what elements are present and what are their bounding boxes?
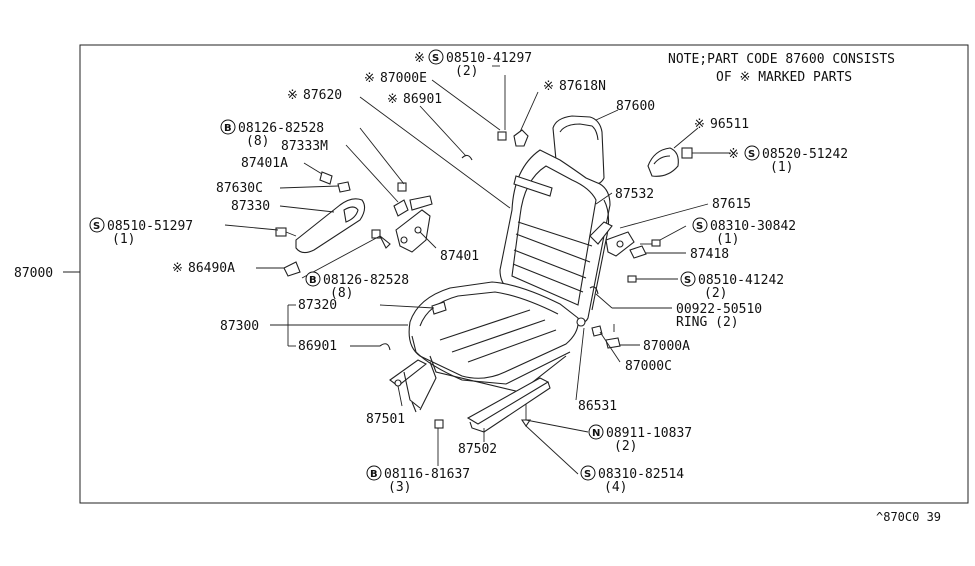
callout-c17-circle bbox=[692, 217, 708, 233]
diagram-frame bbox=[79, 44, 969, 504]
callout-c17-letter: S bbox=[696, 221, 703, 232]
callout-c8-qty: (1) bbox=[770, 160, 793, 175]
callout-c34-circle bbox=[366, 465, 382, 481]
callout-labels: ※ S 08510-41297 (2) ※ 87618N ※ 87000E ※ … bbox=[89, 49, 848, 495]
callout-c14-circle bbox=[89, 217, 105, 233]
callout-c3-symbol: ※ bbox=[364, 71, 375, 86]
callout-c8-circle bbox=[744, 145, 760, 161]
callout-c6-code: 87600 bbox=[616, 99, 655, 114]
callout-c5-symbol: ※ bbox=[287, 88, 298, 103]
callout-c8-letter: S bbox=[748, 149, 755, 160]
callout-c20-code: 86490A bbox=[188, 261, 235, 276]
callout-c1-letter: S bbox=[432, 53, 439, 64]
callout-c32-code: 87502 bbox=[458, 442, 497, 457]
callout-c33-qty: (4) bbox=[604, 480, 627, 495]
callout-c21-code: 08126-82528 bbox=[323, 273, 409, 288]
callout-c14-code: 08510-51297 bbox=[107, 219, 193, 234]
callout-c20-symbol: ※ bbox=[172, 261, 183, 276]
callout-c14-qty: (1) bbox=[112, 232, 135, 247]
callout-c22-qty: (2) bbox=[704, 286, 727, 301]
callout-c5-code: 87620 bbox=[303, 88, 342, 103]
callout-c26-code: 00922-50510 bbox=[676, 302, 762, 317]
callout-c23-code: 87320 bbox=[298, 298, 337, 313]
callout-c31-code: 08911-10837 bbox=[606, 426, 692, 441]
note-line-1: NOTE;PART CODE 87600 CONSISTS bbox=[668, 52, 895, 67]
callout-c7-symbol: ※ bbox=[694, 117, 705, 132]
callout-c3-code: 87000E bbox=[380, 71, 427, 86]
callout-c21-qty: (8) bbox=[330, 286, 353, 301]
callout-c33-letter: S bbox=[584, 469, 591, 480]
callout-c34-code: 08116-81637 bbox=[384, 467, 470, 482]
callout-c22-code: 08510-41242 bbox=[698, 273, 784, 288]
callout-c30-code: 87501 bbox=[366, 412, 405, 427]
callout-c4-symbol: ※ bbox=[387, 92, 398, 107]
callout-c34-qty: (3) bbox=[388, 480, 411, 495]
callout-c4-code: 86901 bbox=[403, 92, 442, 107]
side-parts bbox=[275, 129, 700, 351]
callout-c12-code: 87630C bbox=[216, 181, 263, 196]
callout-c16-code: 87615 bbox=[712, 197, 751, 212]
callout-c2-symbol: ※ bbox=[543, 79, 554, 94]
callout-c10-code: 87333M bbox=[281, 139, 328, 154]
callout-c31-circle bbox=[588, 424, 604, 440]
callout-c1-qty: (2) bbox=[455, 64, 478, 79]
callout-c22-letter: S bbox=[684, 275, 691, 286]
callout-c28-code: 87000C bbox=[625, 359, 672, 374]
callout-c9-circle bbox=[220, 119, 236, 135]
callout-c21-letter: B bbox=[309, 275, 317, 286]
callout-c1-code: 08510-41297 bbox=[446, 51, 532, 66]
callout-c9-code: 08126-82528 bbox=[238, 121, 324, 136]
callout-c8-code: 08520-51242 bbox=[762, 147, 848, 162]
callout-c31-qty: (2) bbox=[614, 439, 637, 454]
callout-c29-code: 86531 bbox=[578, 399, 617, 414]
callout-c31-letter: N bbox=[592, 428, 600, 439]
callout-c22-circle bbox=[680, 271, 696, 287]
callout-c11-code: 87401A bbox=[241, 156, 288, 171]
callout-c15-code: 87532 bbox=[615, 187, 654, 202]
callout-c33-circle bbox=[580, 465, 596, 481]
callout-c8-symbol: ※ bbox=[728, 147, 739, 162]
seat-illustration bbox=[389, 115, 611, 433]
callout-c19-code: 87401 bbox=[440, 249, 479, 264]
footer-code: ^870C0 39 bbox=[876, 510, 941, 524]
callout-c33-code: 08310-82514 bbox=[598, 467, 684, 482]
callout-c2-code: 87618N bbox=[559, 79, 606, 94]
callout-c25-code: 86901 bbox=[298, 339, 337, 354]
callout-c24-code: 87300 bbox=[220, 319, 259, 334]
leader-lines bbox=[224, 65, 730, 475]
callout-c17-code: 08310-30842 bbox=[710, 219, 796, 234]
callout-c17-qty: (1) bbox=[716, 232, 739, 247]
callout-c34-letter: B bbox=[370, 469, 378, 480]
callout-c14-letter: S bbox=[93, 221, 100, 232]
callout-c7-code: 96511 bbox=[710, 117, 749, 132]
assembly-code: 87000 bbox=[14, 266, 53, 281]
callout-c1-symbol: ※ bbox=[414, 51, 425, 66]
callout-c1-circle bbox=[428, 49, 444, 65]
callout-c27-code: 87000A bbox=[643, 339, 690, 354]
callout-c9-qty: (8) bbox=[246, 134, 269, 149]
callout-c13-code: 87330 bbox=[231, 199, 270, 214]
callout-c18-code: 87418 bbox=[690, 247, 729, 262]
callout-c21-circle bbox=[305, 271, 321, 287]
callout-c9-letter: B bbox=[224, 123, 232, 134]
callout-c26-qty: RING (2) bbox=[676, 315, 739, 330]
note-line-2: OF ※ MARKED PARTS bbox=[716, 70, 852, 85]
